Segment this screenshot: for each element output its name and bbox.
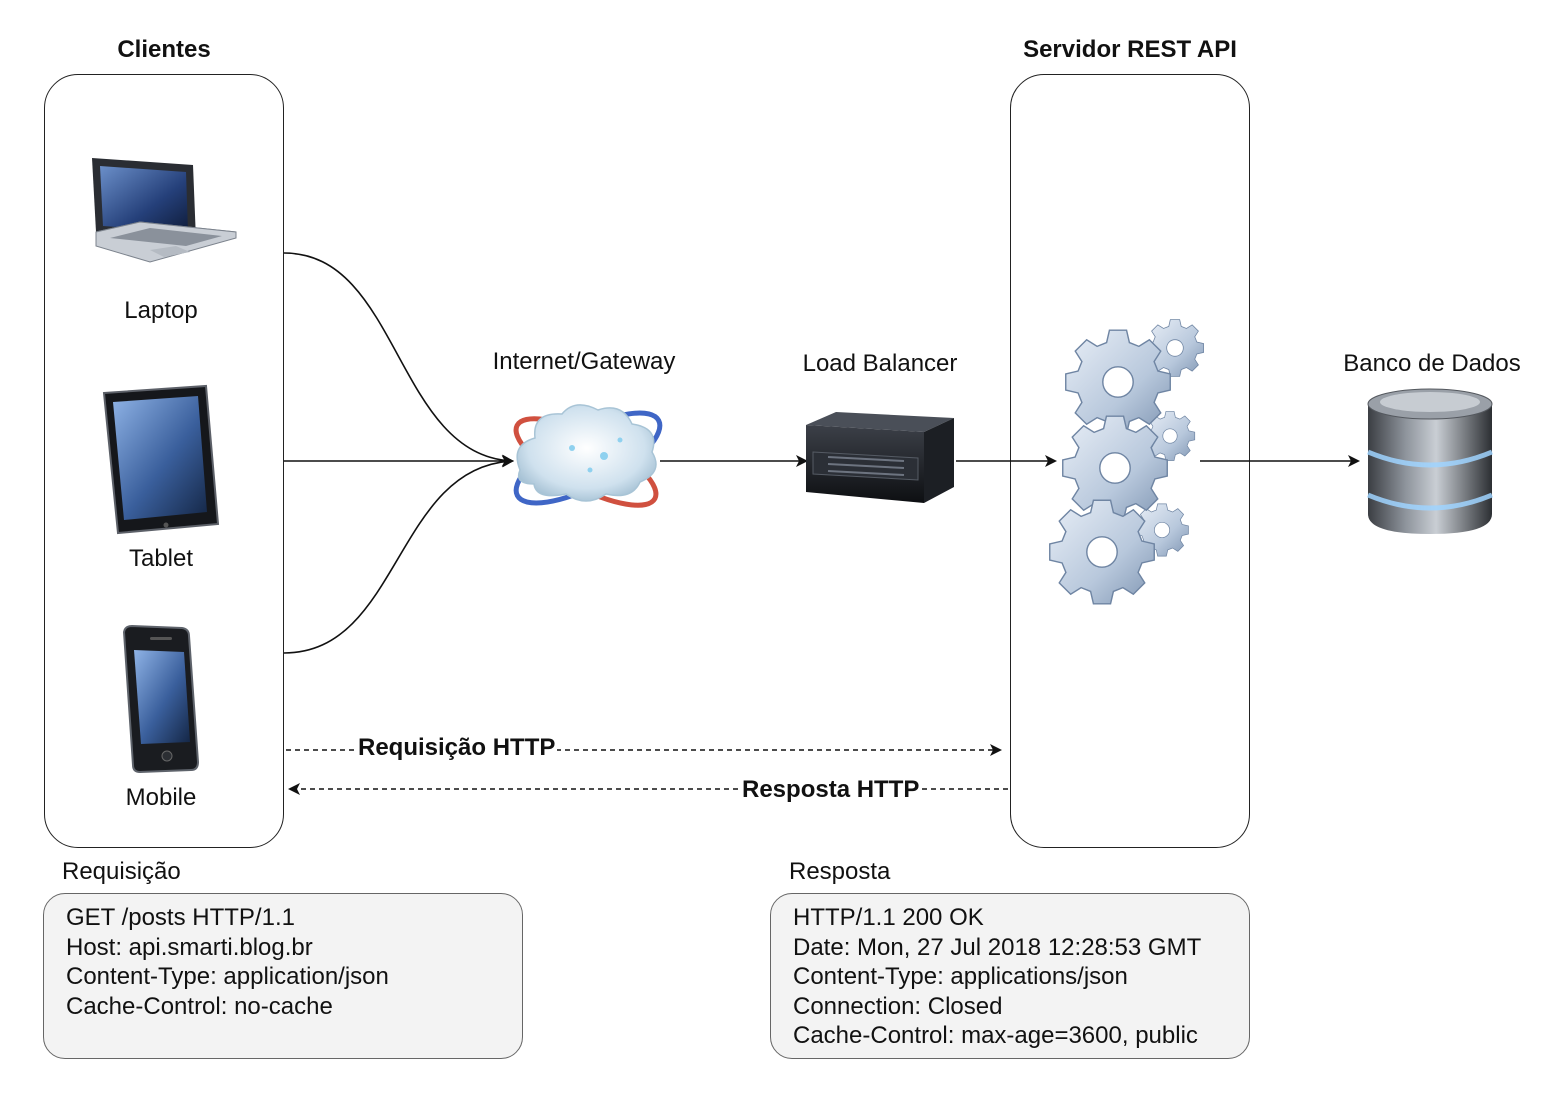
laptop-icon: [92, 158, 237, 263]
response-line: Content-Type: applications/json: [793, 963, 1128, 990]
response-note: HTTP/1.1 200 OK Date: Mon, 27 Jul 2018 1…: [770, 893, 1250, 1059]
response-line: Cache-Control: max-age=3600, public: [793, 1022, 1198, 1049]
request-line: Host: api.smarti.blog.br: [66, 933, 313, 961]
request-line: Cache-Control: no-cache: [66, 992, 333, 1020]
response-line: Date: Mon, 27 Jul 2018 12:28:53 GMT: [793, 933, 1202, 961]
request-flow-label: Requisição HTTP: [356, 734, 558, 762]
request-note-title: Requisição: [62, 858, 181, 885]
response-line: Connection: Closed: [793, 992, 1003, 1020]
response-flow-label: Resposta HTTP: [740, 776, 922, 804]
gateway-label: Internet/Gateway: [492, 348, 676, 375]
cloud-globe-icon: [513, 404, 663, 508]
device-label-tablet: Tablet: [128, 545, 194, 572]
gears-icon: [1049, 319, 1204, 605]
response-line: HTTP/1.1 200 OK: [793, 904, 984, 931]
tablet-icon: [102, 384, 220, 535]
server-icon: [806, 412, 954, 503]
clients-container: [44, 74, 284, 848]
device-label-mobile: Mobile: [125, 784, 197, 811]
response-note-title: Resposta: [789, 858, 891, 885]
laptop-connector: [283, 252, 514, 467]
request-note: GET /posts HTTP/1.1 Host: api.smarti.blo…: [43, 893, 523, 1059]
database-icon: [1367, 388, 1493, 534]
load-balancer-label: Load Balancer: [802, 350, 958, 377]
server-title: Servidor REST API: [1023, 36, 1237, 63]
request-line: Content-Type: application/json: [66, 963, 389, 990]
database-label: Banco de Dados: [1343, 350, 1521, 377]
mobile-connector: [283, 455, 514, 654]
mobile-phone-icon: [122, 624, 200, 774]
request-line: GET /posts HTTP/1.1: [66, 904, 295, 931]
device-label-laptop: Laptop: [124, 297, 198, 324]
clients-title: Clientes: [117, 36, 211, 63]
